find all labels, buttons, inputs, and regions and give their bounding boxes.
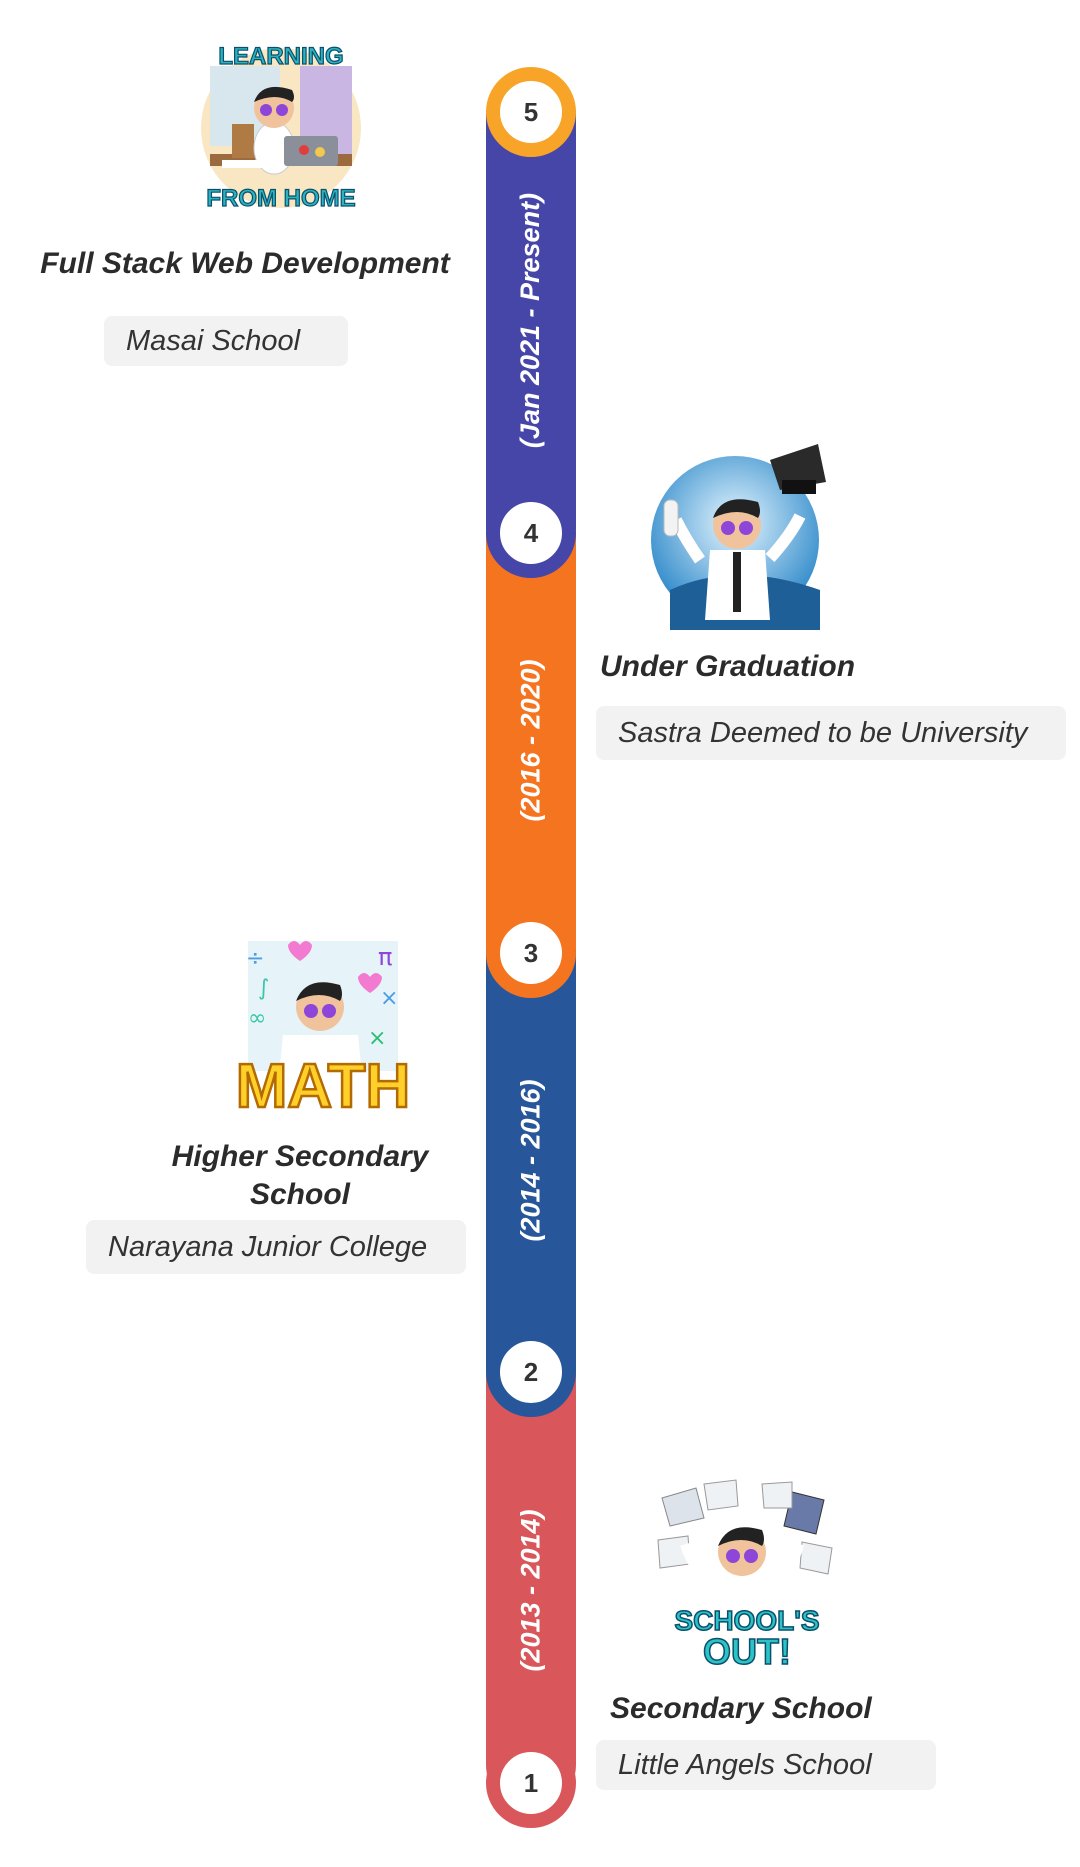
timeline-node-3: 3 (486, 908, 576, 998)
entry-title-line: Higher Secondary (171, 1140, 429, 1173)
learning-from-home-sticker-icon: LEARNING FROM HOME (201, 42, 361, 213)
entry-institution: Little Angels School (596, 1740, 936, 1790)
sticker-badge: MATH (236, 1052, 410, 1120)
period-label: (2013 - 2014) (515, 1508, 546, 1672)
node-number: 1 (523, 1767, 539, 1798)
node-number: 2 (523, 1356, 539, 1387)
svg-text:×: × (380, 986, 398, 1011)
timeline-node-4: 4 (486, 488, 576, 578)
entry-institution: Sastra Deemed to be University (596, 706, 1066, 760)
svg-text:÷: ÷ (246, 946, 264, 971)
sticker-badge-bottom: OUT! (703, 1631, 791, 1670)
period-label: (2014 - 2016) (515, 1078, 546, 1242)
node-number: 5 (523, 96, 539, 127)
timeline-node-1: 1 (486, 1738, 576, 1828)
sticker-badge-bottom: FROM HOME (206, 185, 355, 212)
svg-text:π: π (378, 943, 392, 971)
schools-out-sticker-icon: SCHOOL'S OUT! (657, 1479, 833, 1670)
timeline-segment-4: (2016 - 2020) (486, 530, 576, 950)
period-label: (2016 - 2020) (515, 658, 546, 822)
entry-title: Higher Secondary School (150, 1138, 450, 1214)
sticker-badge-top: LEARNING (218, 43, 343, 70)
period-label: (Jan 2021 - Present) (515, 192, 546, 448)
svg-text:∫: ∫ (258, 976, 269, 1001)
entry-title: Under Graduation (600, 650, 856, 683)
entry-institution: Narayana Junior College (86, 1220, 466, 1274)
svg-text:∞: ∞ (248, 1006, 266, 1031)
entry-institution: Masai School (104, 316, 348, 366)
graduation-sticker-icon (651, 444, 826, 630)
entry-title: Full Stack Web Development (40, 247, 450, 280)
math-sticker-icon: ÷ π × ∞ ∫ × MATH (235, 941, 411, 1120)
timeline-segment-3: (2014 - 2016) (486, 950, 576, 1370)
timeline-node-5: 5 (486, 67, 576, 157)
svg-text:×: × (368, 1026, 386, 1051)
timeline-segment-2: (2013 - 2014) (486, 1370, 576, 1810)
timeline-segment-5: (Jan 2021 - Present) (486, 110, 576, 530)
sticker-badge-top: SCHOOL'S (674, 1605, 819, 1636)
node-number: 4 (523, 517, 539, 548)
timeline-node-2: 2 (486, 1327, 576, 1417)
node-number: 3 (523, 937, 539, 968)
entry-title: Secondary School (610, 1692, 872, 1725)
entry-title-line: School (249, 1178, 350, 1211)
